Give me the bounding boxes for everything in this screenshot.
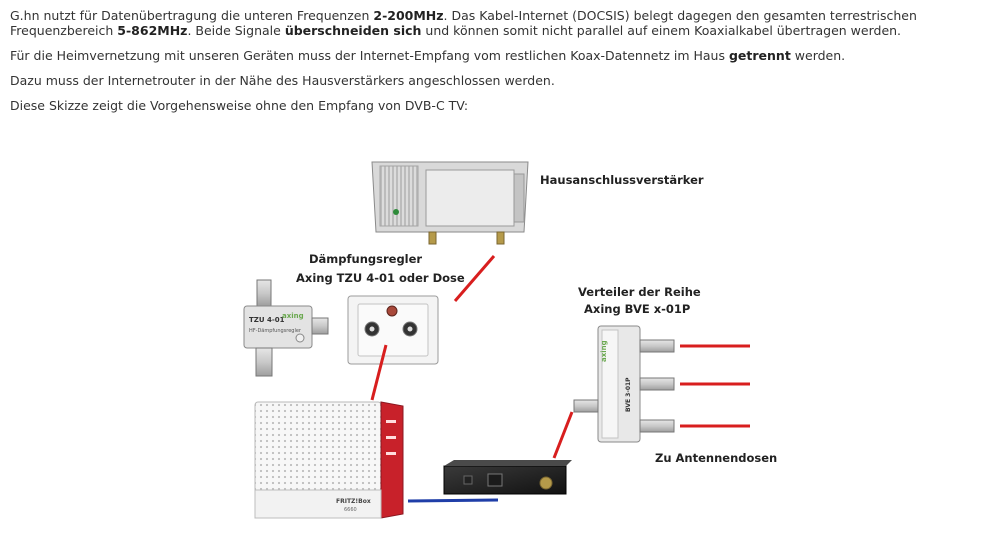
outlets-label: Zu Antennendosen — [655, 451, 777, 465]
cable-adapter-to-splitter — [552, 411, 574, 459]
svg-text:axing: axing — [600, 340, 608, 362]
bve-splitter: axing BVE 3-01P — [573, 325, 675, 443]
cable-amplifier-to-socket — [453, 255, 496, 302]
paragraph-router-location: Dazu muss der Internetrouter in der Nähe… — [10, 73, 555, 88]
wall-socket — [347, 295, 439, 365]
status-led-icon — [393, 209, 399, 215]
svg-text:BVE 3-01P: BVE 3-01P — [625, 377, 632, 412]
attenuator-label-line1: Dämpfungsregler — [309, 252, 422, 266]
cable-router-to-adapter — [407, 498, 499, 503]
attenuator-label-line2: Axing TZU 4-01 oder Dose — [296, 271, 465, 285]
paragraph-frequencies: G.hn nutzt für Datenübertragung die unte… — [10, 8, 917, 38]
svg-text:FRITZ!Box: FRITZ!Box — [336, 498, 371, 505]
cable-socket-to-router — [370, 344, 388, 401]
paragraph-separation: Für die Heimvernetzung mit unseren Gerät… — [10, 48, 846, 63]
svg-text:axing: axing — [282, 312, 304, 320]
splitter-label-line2: Axing BVE x-01P — [584, 302, 690, 316]
amplifier-label: Hausanschlussverstärker — [540, 173, 704, 187]
svg-text:TZU 4-01: TZU 4-01 — [249, 316, 285, 324]
ghn-adapter — [443, 460, 572, 495]
svg-text:6660: 6660 — [344, 507, 357, 513]
paragraph-sketch-intro: Diese Skizze zeigt die Vorgehensweise oh… — [10, 98, 469, 113]
splitter-label-line1: Verteiler der Reihe — [578, 285, 701, 299]
tzu-attenuator: TZU 4-01 axing HF-Dämpfungsregler — [243, 279, 329, 377]
house-amplifier — [371, 161, 529, 245]
intro-text: G.hn nutzt für Datenübertragung die unte… — [10, 8, 995, 123]
svg-text:HF-Dämpfungsregler: HF-Dämpfungsregler — [249, 328, 302, 334]
fritzbox-router: FRITZ!Box 6660 — [254, 401, 404, 519]
